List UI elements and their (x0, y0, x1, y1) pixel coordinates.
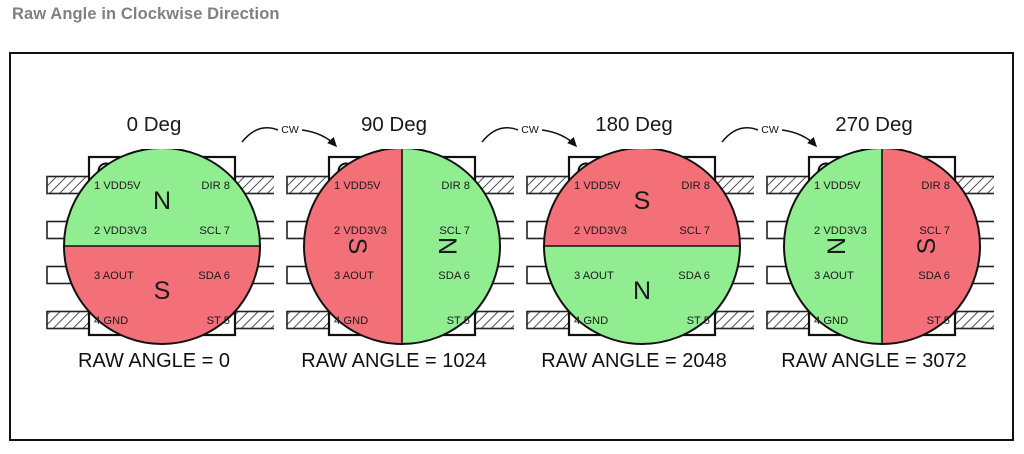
raw-angle-caption: RAW ANGLE = 3072 (781, 350, 967, 372)
pin-label-VDD5V: 1 VDD5V (814, 180, 861, 192)
pole-label-north: N (823, 237, 851, 255)
pin-lead-right-5 (472, 310, 514, 330)
pin-lead-left-4 (286, 310, 332, 330)
cw-arc-right (301, 129, 338, 148)
pin-label-AOUT: 3 AOUT (574, 270, 614, 282)
pin-labels: 1 VDD5V 2 VDD3V3 3 AOUT 4 GND DIR 8 SCL 7 SDA … (574, 180, 710, 327)
chip-diagram: 1 VDD5V 2 VDD3V3 3 AOUT 4 GND DIR 8 SCL 7 SDA … (526, 149, 754, 345)
pin-label-VDD5V: 1 VDD5V (574, 180, 621, 192)
angle-panel-0: 0 Deg 1 VDD5V 2 VDD3V3 3 AOUT 4 GND DIR 8 SCL … (34, 54, 274, 443)
pin-label-VDD3V3: 2 VDD3V3 (334, 225, 387, 237)
pin-lead-left-4 (766, 310, 812, 330)
cw-arc-left (721, 127, 759, 143)
pin-label-GND: 4 GND (334, 315, 368, 327)
degree-label: 180 Deg (595, 113, 673, 136)
pin-label-GND: 4 GND (814, 315, 848, 327)
pin-label-GND: 4 GND (574, 315, 608, 327)
degree-label: 270 Deg (835, 113, 913, 136)
pole-label-north: N (153, 187, 171, 215)
pin-lead-right-5 (232, 310, 274, 330)
pin-lead-right-5 (712, 310, 754, 330)
cw-arc-right (781, 129, 818, 148)
degree-label: 0 Deg (126, 113, 182, 136)
pole-label-south: S (343, 238, 371, 255)
magnet-outline (543, 149, 741, 345)
pin-label-AOUT: 3 AOUT (814, 270, 854, 282)
magnet-outline (63, 149, 261, 345)
cw-rotation-arrow: CW (721, 124, 818, 148)
chip-area: 1 VDD5V 2 VDD3V3 3 AOUT 4 GND DIR 8 SCL 7 SDA … (34, 149, 274, 349)
pin-labels: 1 VDD5V 2 VDD3V3 3 AOUT 4 GND DIR 8 SCL 7 SDA … (334, 180, 470, 327)
angle-panel-90: 90 Deg 1 VDD5V 2 VDD3V3 3 AOUT 4 GND DIR 8 SCL… (274, 54, 514, 443)
magnet-outline (303, 149, 501, 345)
pin-label-VDD3V3: 2 VDD3V3 (94, 225, 147, 237)
pin-label-AOUT: 3 AOUT (334, 270, 374, 282)
pin-label-VDD5V: 1 VDD5V (334, 180, 381, 192)
pin-label-ST: ST 5 (447, 315, 470, 327)
chip-area: 1 VDD5V 2 VDD3V3 3 AOUT 4 GND DIR 8 SCL 7 SDA … (514, 149, 754, 349)
pin-label-SDA: SDA 6 (438, 270, 470, 282)
chip-diagram: 1 VDD5V 2 VDD3V3 3 AOUT 4 GND DIR 8 SCL 7 SDA … (766, 149, 994, 345)
cw-rotation-arrow: CW (241, 124, 338, 148)
chip-diagram: 1 VDD5V 2 VDD3V3 3 AOUT 4 GND DIR 8 SCL 7 SDA … (46, 149, 274, 345)
pin-label-ST: ST 5 (207, 315, 230, 327)
pole-label-south: S (154, 277, 171, 305)
pole-label-south: S (913, 238, 941, 255)
raw-angle-caption: RAW ANGLE = 0 (77, 350, 231, 372)
pin-label-SCL: SCL 7 (439, 225, 470, 237)
pin-label-VDD3V3: 2 VDD3V3 (814, 225, 867, 237)
pole-label-south: S (634, 187, 651, 215)
pin-lead-left-4 (526, 310, 572, 330)
panels-container: 0 Deg 1 VDD5V 2 VDD3V3 3 AOUT 4 GND DIR 8 SCL … (11, 54, 1012, 439)
raw-angle-caption: RAW ANGLE = 2048 (541, 350, 727, 372)
pin-label-VDD5V: 1 VDD5V (94, 180, 141, 192)
pole-label-north: N (633, 277, 651, 305)
pin-label-SDA: SDA 6 (918, 270, 950, 282)
pin-label-AOUT: 3 AOUT (94, 270, 134, 282)
cw-arc-right (541, 129, 578, 148)
page-title: Raw Angle in Clockwise Direction (12, 5, 280, 23)
cw-arrow-label: CW (281, 124, 299, 136)
chip-diagram: 1 VDD5V 2 VDD3V3 3 AOUT 4 GND DIR 8 SCL 7 SDA … (286, 149, 514, 345)
pin-labels: 1 VDD5V 2 VDD3V3 3 AOUT 4 GND DIR 8 SCL 7 SDA … (94, 180, 230, 327)
cw-arrow-label: CW (521, 124, 539, 136)
pin-label-VDD3V3: 2 VDD3V3 (574, 225, 627, 237)
pole-label-north: N (433, 237, 461, 255)
magnet-outline (783, 149, 981, 345)
pin-lead-left-4 (46, 310, 92, 330)
cw-arc-left (241, 127, 279, 143)
degree-label: 90 Deg (360, 113, 428, 136)
pin-label-DIR: DIR 8 (681, 180, 710, 192)
raw-angle-caption: RAW ANGLE = 1024 (301, 350, 487, 372)
pin-label-DIR: DIR 8 (201, 180, 230, 192)
chip-area: 1 VDD5V 2 VDD3V3 3 AOUT 4 GND DIR 8 SCL 7 SDA … (754, 149, 994, 349)
figure-frame: 0 Deg 1 VDD5V 2 VDD3V3 3 AOUT 4 GND DIR 8 SCL … (9, 52, 1014, 441)
cw-arrow-label: CW (761, 124, 779, 136)
pin-label-SCL: SCL 7 (919, 225, 950, 237)
cw-rotation-arrow: CW (481, 124, 578, 148)
pin-labels: 1 VDD5V 2 VDD3V3 3 AOUT 4 GND DIR 8 SCL 7 SDA … (814, 180, 950, 327)
pin-label-ST: ST 5 (927, 315, 950, 327)
pin-label-ST: ST 5 (687, 315, 710, 327)
chip-area: 1 VDD5V 2 VDD3V3 3 AOUT 4 GND DIR 8 SCL 7 SDA … (274, 149, 514, 349)
pin-label-SDA: SDA 6 (198, 270, 230, 282)
pin-label-GND: 4 GND (94, 315, 128, 327)
pin-label-SCL: SCL 7 (679, 225, 710, 237)
pin-label-SCL: SCL 7 (199, 225, 230, 237)
pin-lead-right-5 (952, 310, 994, 330)
pin-label-DIR: DIR 8 (441, 180, 470, 192)
pin-label-SDA: SDA 6 (678, 270, 710, 282)
cw-arc-left (481, 127, 519, 143)
pin-label-DIR: DIR 8 (921, 180, 950, 192)
